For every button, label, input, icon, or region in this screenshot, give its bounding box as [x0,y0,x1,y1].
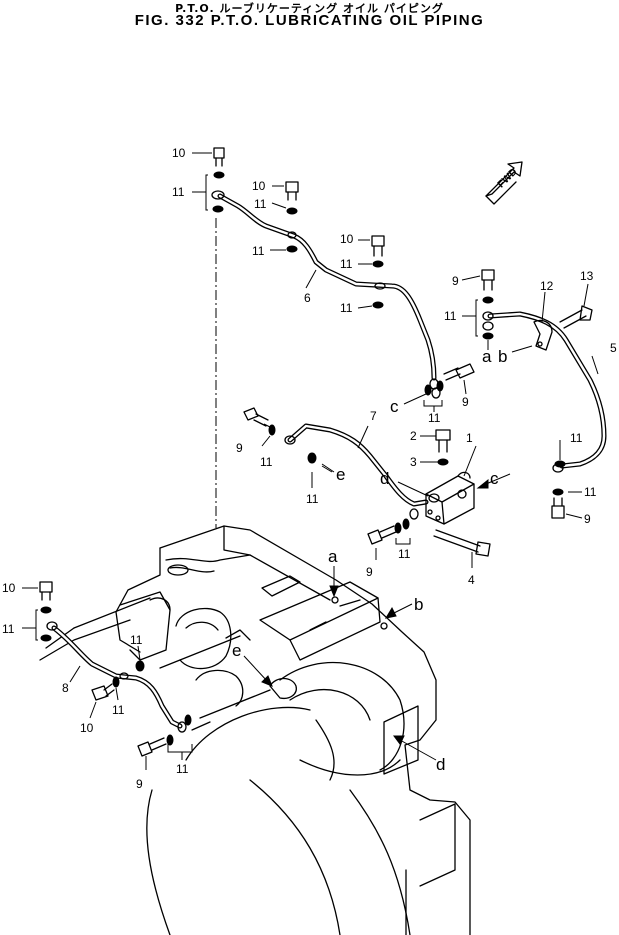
label-11f: 11 [444,309,457,323]
pto-housing [39,218,471,935]
ref-e-top: e [336,465,345,484]
ref-c-top: c [390,397,399,416]
ref-d-top: d [380,469,389,488]
label-11g: 11 [428,411,441,425]
label-2: 2 [410,429,417,443]
label-10b: 10 [252,179,266,193]
label-11j: 11 [570,431,583,445]
label-9d: 9 [366,565,373,579]
label-13: 13 [580,269,594,283]
label-9e: 9 [584,512,591,526]
label-3: 3 [410,455,417,469]
label-9f: 9 [136,777,143,791]
label-10e: 10 [80,721,94,735]
label-11l: 11 [398,547,411,561]
label-11i: 11 [306,492,319,506]
pipe-8 [46,621,187,733]
label-9a: 9 [452,274,459,288]
figure-title-japanese: P.T.O. ルーブリケーティング オイル パイピング [175,2,444,15]
reference-labels: a b c c d e a b e d [232,347,507,774]
label-9b: 9 [462,395,469,409]
label-10d: 10 [2,581,16,595]
label-5: 5 [610,341,617,355]
label-11p: 11 [176,762,189,776]
part-labels: 1 2 3 4 5 6 7 8 9 9 9 9 9 9 10 10 10 10 … [2,146,617,791]
fwd-label: FWD [496,166,520,190]
label-11e: 11 [340,301,353,315]
label-11n: 11 [130,633,143,647]
ref-b-housing: b [414,595,423,614]
label-9c: 9 [236,441,243,455]
label-11o: 11 [112,703,125,717]
label-11c: 11 [252,244,265,258]
ref-a-top: a [482,347,492,366]
label-4: 4 [468,573,475,587]
label-6: 6 [304,291,311,305]
label-8: 8 [62,681,69,695]
ref-a-housing: a [328,547,338,566]
label-10c: 10 [340,232,354,246]
block-1 [425,471,475,525]
ref-b-top: b [498,347,507,366]
pipe-5 [482,305,607,473]
label-11k: 11 [584,485,597,499]
pipe-6 [211,190,441,399]
label-1: 1 [466,431,473,445]
label-12: 12 [540,279,554,293]
label-11h: 11 [260,455,273,469]
label-11m: 11 [2,622,15,636]
bolts [39,147,566,757]
pipe-7 [284,423,429,520]
ref-c-right: c [490,469,499,488]
leader-lines [22,152,599,770]
label-11b: 11 [254,197,267,211]
label-10a: 10 [172,146,186,160]
ref-d-housing: d [436,755,445,774]
label-7: 7 [370,409,377,423]
ref-e-housing: e [232,641,241,660]
label-11a: 11 [172,185,185,199]
label-11d: 11 [340,257,353,271]
forward-arrow: FWD [485,161,523,205]
figure-title: FIG. 332 P.T.O. LUBRICATING OIL PIPING [134,12,485,29]
